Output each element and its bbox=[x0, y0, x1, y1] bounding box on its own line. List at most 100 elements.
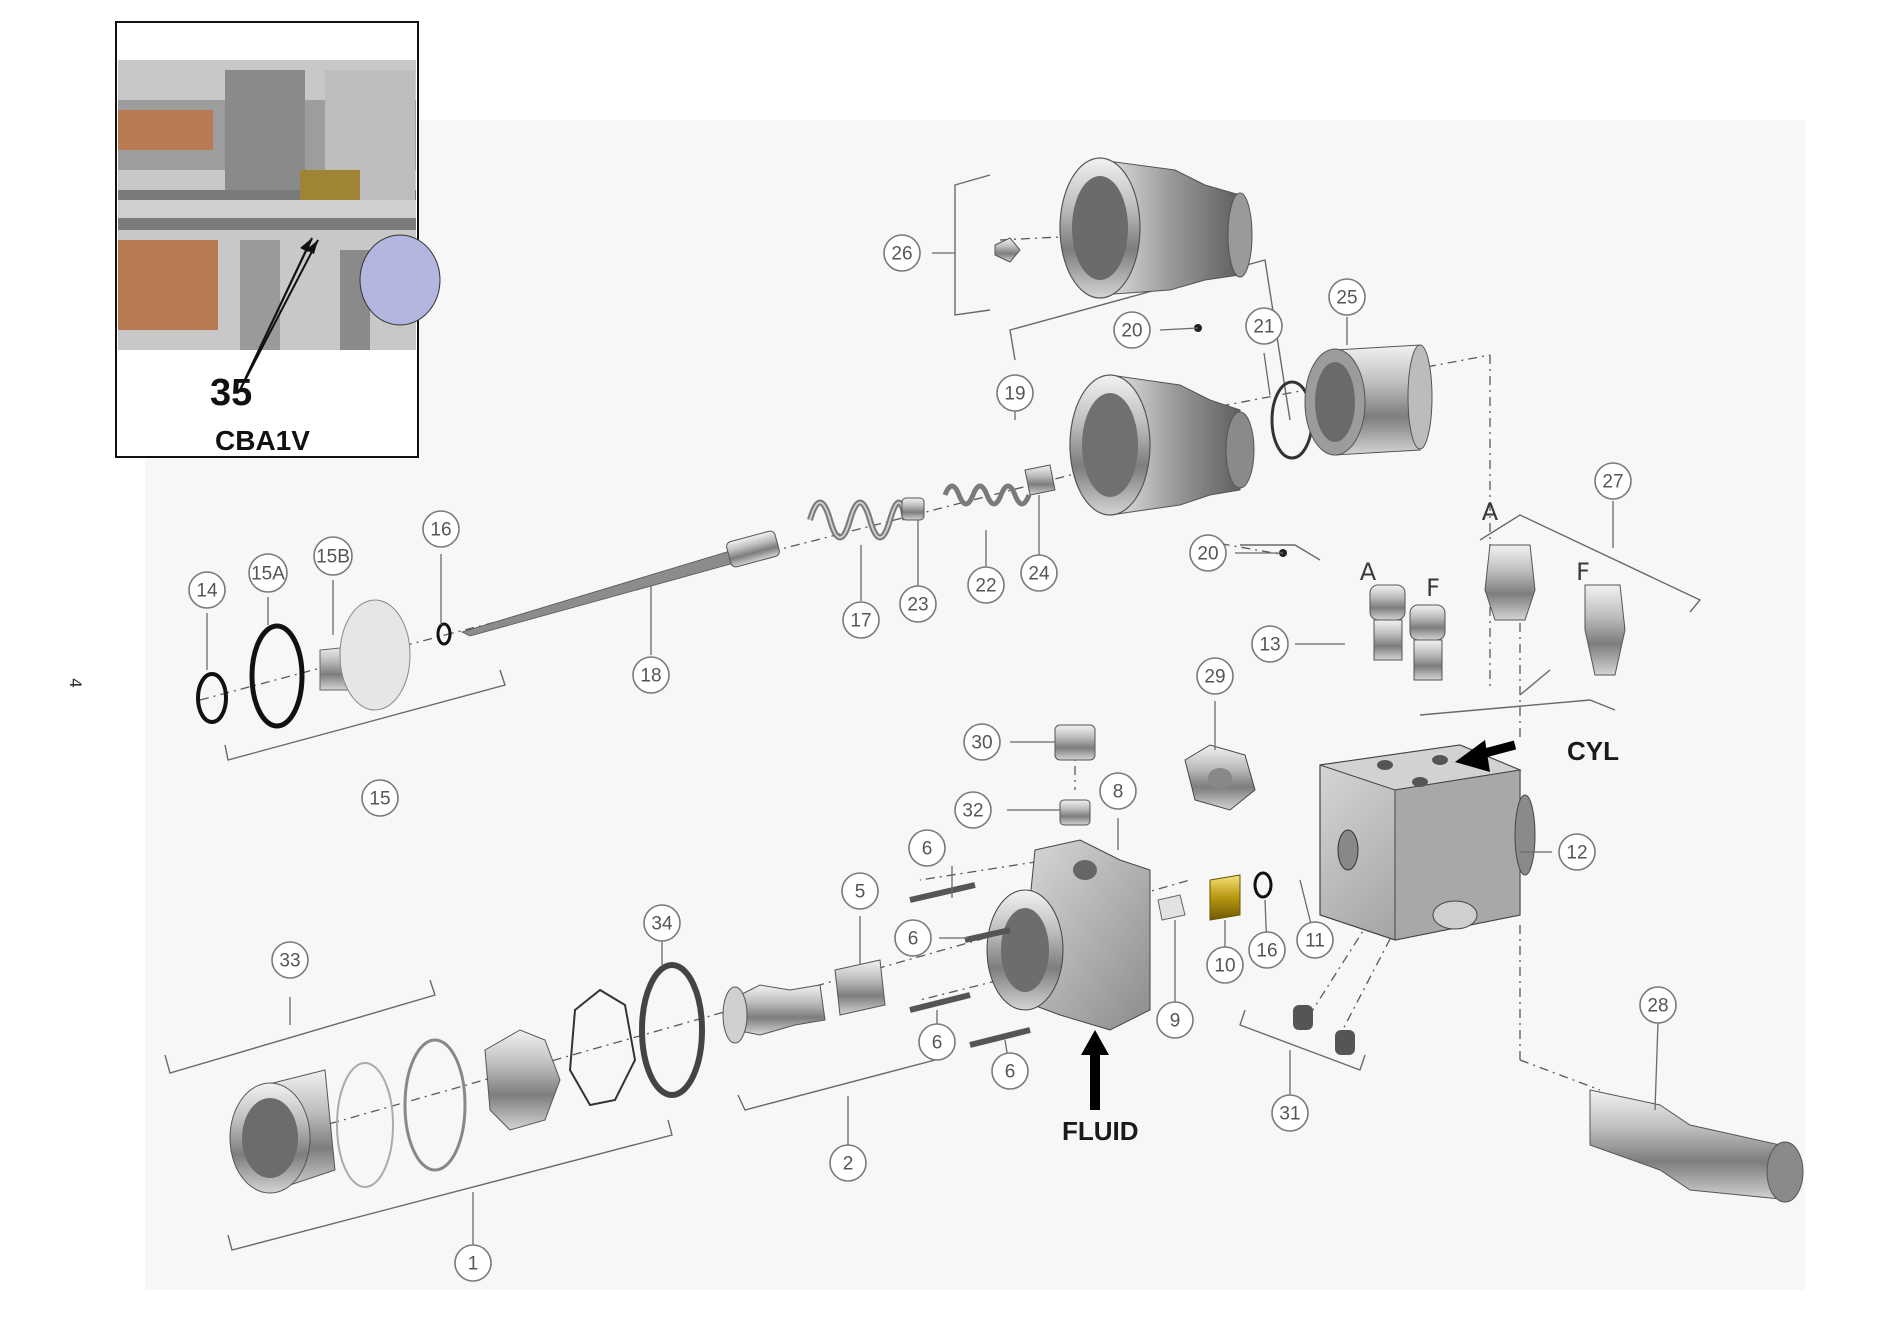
callout-bubble bbox=[991, 1052, 1029, 1090]
o-ring-16-bottom bbox=[1253, 871, 1273, 899]
fluid-arrow bbox=[1081, 1030, 1109, 1110]
callout-c31: 31 bbox=[1271, 1094, 1309, 1132]
callout-c6a: 6 bbox=[908, 829, 946, 867]
port-letter-a-upper: A bbox=[1360, 558, 1377, 586]
callout-bubble bbox=[632, 656, 670, 694]
callout-number: 30 bbox=[971, 733, 992, 754]
callout-number: 20 bbox=[1121, 321, 1142, 342]
callout-bubble bbox=[829, 1144, 867, 1182]
fluid-label: FLUID bbox=[1062, 1116, 1139, 1146]
plug-32 bbox=[1059, 799, 1091, 826]
callout-number: 8 bbox=[1113, 782, 1124, 803]
callout-number: 1 bbox=[468, 1254, 479, 1275]
callout-c18: 18 bbox=[632, 656, 670, 694]
callout-c6b: 6 bbox=[894, 919, 932, 957]
callout-bubble bbox=[1296, 921, 1334, 959]
inset-cross-section: 35 CBA1V bbox=[115, 21, 441, 458]
callout-c15: 15 bbox=[361, 779, 399, 817]
callout-number: 21 bbox=[1253, 317, 1274, 338]
callout-number: 19 bbox=[1004, 384, 1025, 405]
o-ring-14 bbox=[196, 672, 228, 724]
air-cap bbox=[1069, 374, 1255, 516]
callout-c5: 5 bbox=[841, 872, 879, 910]
callout-bubble bbox=[918, 1023, 956, 1061]
spring-guide bbox=[1024, 464, 1056, 496]
manifold-block bbox=[1319, 744, 1536, 941]
callout-c16a: 16 bbox=[422, 510, 460, 548]
seat-9 bbox=[1157, 894, 1186, 921]
set-screw-a bbox=[1293, 1005, 1313, 1030]
callout-number: 16 bbox=[430, 520, 451, 541]
callout-number: 2 bbox=[843, 1154, 854, 1175]
callout-bubble bbox=[1248, 931, 1286, 969]
o-ring-33a bbox=[403, 1038, 467, 1172]
callout-c13: 13 bbox=[1251, 625, 1289, 663]
callout-number: 15A bbox=[251, 564, 285, 585]
callout-bubble bbox=[1156, 1001, 1194, 1039]
callout-bubble bbox=[841, 872, 879, 910]
small-spring bbox=[942, 483, 1032, 507]
callout-group: 12566668910111213141515A15B1616171819202… bbox=[188, 234, 1677, 1282]
callout-bubble bbox=[313, 536, 353, 576]
callout-c21: 21 bbox=[1245, 307, 1283, 345]
callout-bubble bbox=[967, 566, 1005, 604]
plug-30 bbox=[1054, 724, 1096, 761]
callout-number: 17 bbox=[850, 611, 871, 632]
callout-bubble bbox=[1271, 1094, 1309, 1132]
callout-c20b: 20 bbox=[1189, 534, 1227, 572]
callout-number: 6 bbox=[908, 929, 919, 950]
shaft-28 bbox=[1589, 1089, 1804, 1203]
callout-c12: 12 bbox=[1558, 833, 1596, 871]
fluid-housing bbox=[986, 839, 1151, 1031]
callout-c32: 32 bbox=[954, 791, 992, 829]
callout-bubble bbox=[1206, 946, 1244, 984]
callout-number: 6 bbox=[922, 839, 933, 860]
callout-number: 23 bbox=[907, 595, 928, 616]
callout-number: 18 bbox=[640, 666, 661, 687]
brackets bbox=[164, 174, 1702, 1251]
inset-model-label: CBA1V bbox=[215, 425, 310, 456]
callout-number: 22 bbox=[975, 576, 996, 597]
callout-bubble bbox=[1328, 278, 1366, 316]
callout-c26: 26 bbox=[883, 234, 921, 272]
ring-5 bbox=[834, 959, 886, 1016]
callout-c8: 8 bbox=[1099, 772, 1137, 810]
screws bbox=[909, 882, 1031, 1048]
port-letter-f-upper: F bbox=[1426, 574, 1440, 602]
callout-c15b: 15B bbox=[313, 536, 353, 576]
callout-c6d: 6 bbox=[991, 1052, 1029, 1090]
callout-c28: 28 bbox=[1639, 986, 1677, 1024]
o-ring-15a bbox=[249, 623, 305, 729]
callout-c2: 2 bbox=[829, 1144, 867, 1182]
callout-bubble bbox=[454, 1244, 492, 1282]
callout-c15a: 15A bbox=[248, 553, 288, 593]
callout-number: 26 bbox=[891, 244, 912, 265]
callout-c17: 17 bbox=[842, 601, 880, 639]
callout-number: 11 bbox=[1305, 931, 1325, 952]
callout-bubble bbox=[1189, 534, 1227, 572]
callout-c1: 1 bbox=[454, 1244, 492, 1282]
seal-34 bbox=[639, 962, 705, 1098]
callout-number: 12 bbox=[1566, 843, 1587, 864]
callout-c22: 22 bbox=[967, 566, 1005, 604]
set-screw-b bbox=[1335, 1030, 1355, 1055]
callout-c9: 9 bbox=[1156, 1001, 1194, 1039]
callout-c6c: 6 bbox=[918, 1023, 956, 1061]
callout-bubble bbox=[1639, 986, 1677, 1024]
callout-number: 16 bbox=[1256, 941, 1277, 962]
callout-c25: 25 bbox=[1328, 278, 1366, 316]
packing-cartridge-15b bbox=[319, 599, 411, 711]
callout-c16b: 16 bbox=[1248, 931, 1286, 969]
callout-bubble bbox=[1245, 307, 1283, 345]
callout-number: 24 bbox=[1028, 564, 1050, 585]
fluid-tip bbox=[722, 984, 826, 1044]
callout-number: 25 bbox=[1336, 288, 1357, 309]
callout-bubble bbox=[188, 571, 226, 609]
callout-c34: 34 bbox=[643, 904, 681, 942]
callout-bubble bbox=[643, 904, 681, 942]
callout-number: 13 bbox=[1259, 635, 1280, 656]
callout-bubble bbox=[271, 941, 309, 979]
small-nozzle-tip bbox=[994, 237, 1021, 263]
callout-c10: 10 bbox=[1206, 946, 1244, 984]
